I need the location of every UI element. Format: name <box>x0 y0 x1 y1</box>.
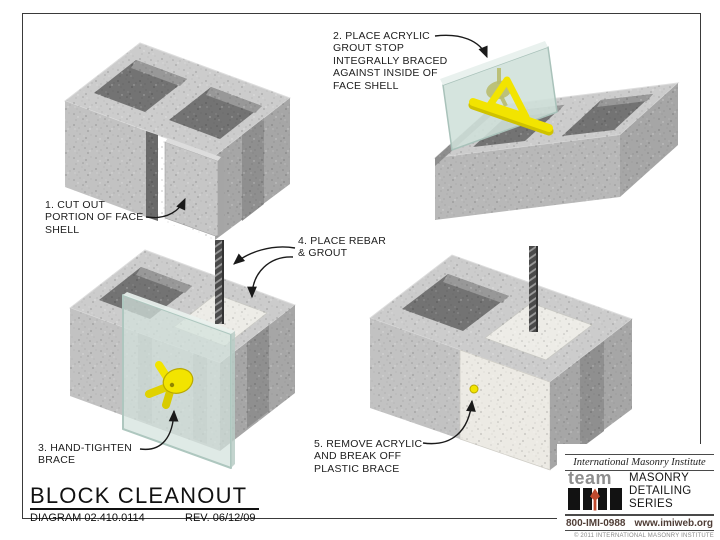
annotation-line: AND BREAK OFF <box>314 450 402 463</box>
divider <box>565 470 714 472</box>
wing-nut-brace <box>145 361 194 409</box>
plastic-brace <box>468 76 554 136</box>
annotation-line: 3. HAND-TIGHTEN <box>38 442 133 454</box>
series-line: DETAILING <box>629 485 692 498</box>
imi-branding-block: International Masonry Institute team MAS… <box>557 444 720 540</box>
team-wordmark: team <box>568 468 613 489</box>
annotation-line: PLASTIC BRACE <box>314 462 400 475</box>
annotation-step4: 4. PLACE REBAR & GROUT <box>298 235 386 260</box>
imi-trowel-logo-icon <box>568 488 622 511</box>
series-line: SERIES <box>629 498 673 511</box>
annotation-line: INTEGRALLY BRACED <box>333 54 448 67</box>
annotation-step5: 5. REMOVE ACRYLIC AND BREAK OFF PLASTIC … <box>314 438 422 475</box>
annotation-line: 5. REMOVE ACRYLIC <box>314 438 423 450</box>
figure-step3-hand-tightened-brace-rebar-grout <box>68 240 297 469</box>
phone-number: 800-IMI-0988 <box>566 517 626 529</box>
drawing-title: BLOCK CLEANOUT <box>30 483 248 508</box>
divider <box>565 454 714 456</box>
annotation-step3: 3. HAND-TIGHTEN BRACE <box>38 442 132 467</box>
revision-date: REV. 06/12/09 <box>185 512 256 525</box>
rebar <box>529 246 538 332</box>
broken-brace-stub <box>469 384 479 394</box>
annotation-line: GROUT STOP <box>333 42 405 55</box>
series-title: MASONRY DETAILING SERIES <box>629 472 692 511</box>
figure-step2-acrylic-grout-stop-braced <box>433 41 680 220</box>
annotation-line: & GROUT <box>298 247 348 260</box>
rebar <box>215 240 224 324</box>
annotation-step1: 1. CUT OUT PORTION OF FACE SHELL <box>45 199 143 236</box>
series-line: MASONRY <box>629 472 690 485</box>
annotation-line: FACE SHELL <box>333 79 399 92</box>
annotation-line: SHELL <box>45 223 80 236</box>
diagram-number: DIAGRAM 02.410.0114 <box>30 512 145 525</box>
annotation-line: AGAINST INSIDE OF <box>333 67 438 80</box>
copyright-line: © 2011 INTERNATIONAL MASONRY INSTITUTE <box>573 532 714 539</box>
divider <box>565 514 714 516</box>
annotation-line: BRACE <box>38 454 76 467</box>
institute-wordmark: International Masonry Institute <box>573 457 706 469</box>
title-underline <box>30 508 259 511</box>
annotation-line: 2. PLACE ACRYLIC <box>333 30 430 42</box>
title-block: BLOCK CLEANOUT DIAGRAM 02.410.0114 REV. … <box>30 483 290 524</box>
trowel-icon <box>590 488 600 502</box>
website-url: www.imiweb.org <box>634 517 713 529</box>
annotation-line: 4. PLACE REBAR <box>298 235 386 247</box>
annotation-step2: 2. PLACE ACRYLIC GROUT STOP INTEGRALLY B… <box>333 30 447 92</box>
annotation-line: 1. CUT OUT <box>45 199 106 211</box>
divider <box>565 529 714 531</box>
annotation-line: PORTION OF FACE <box>45 211 144 224</box>
